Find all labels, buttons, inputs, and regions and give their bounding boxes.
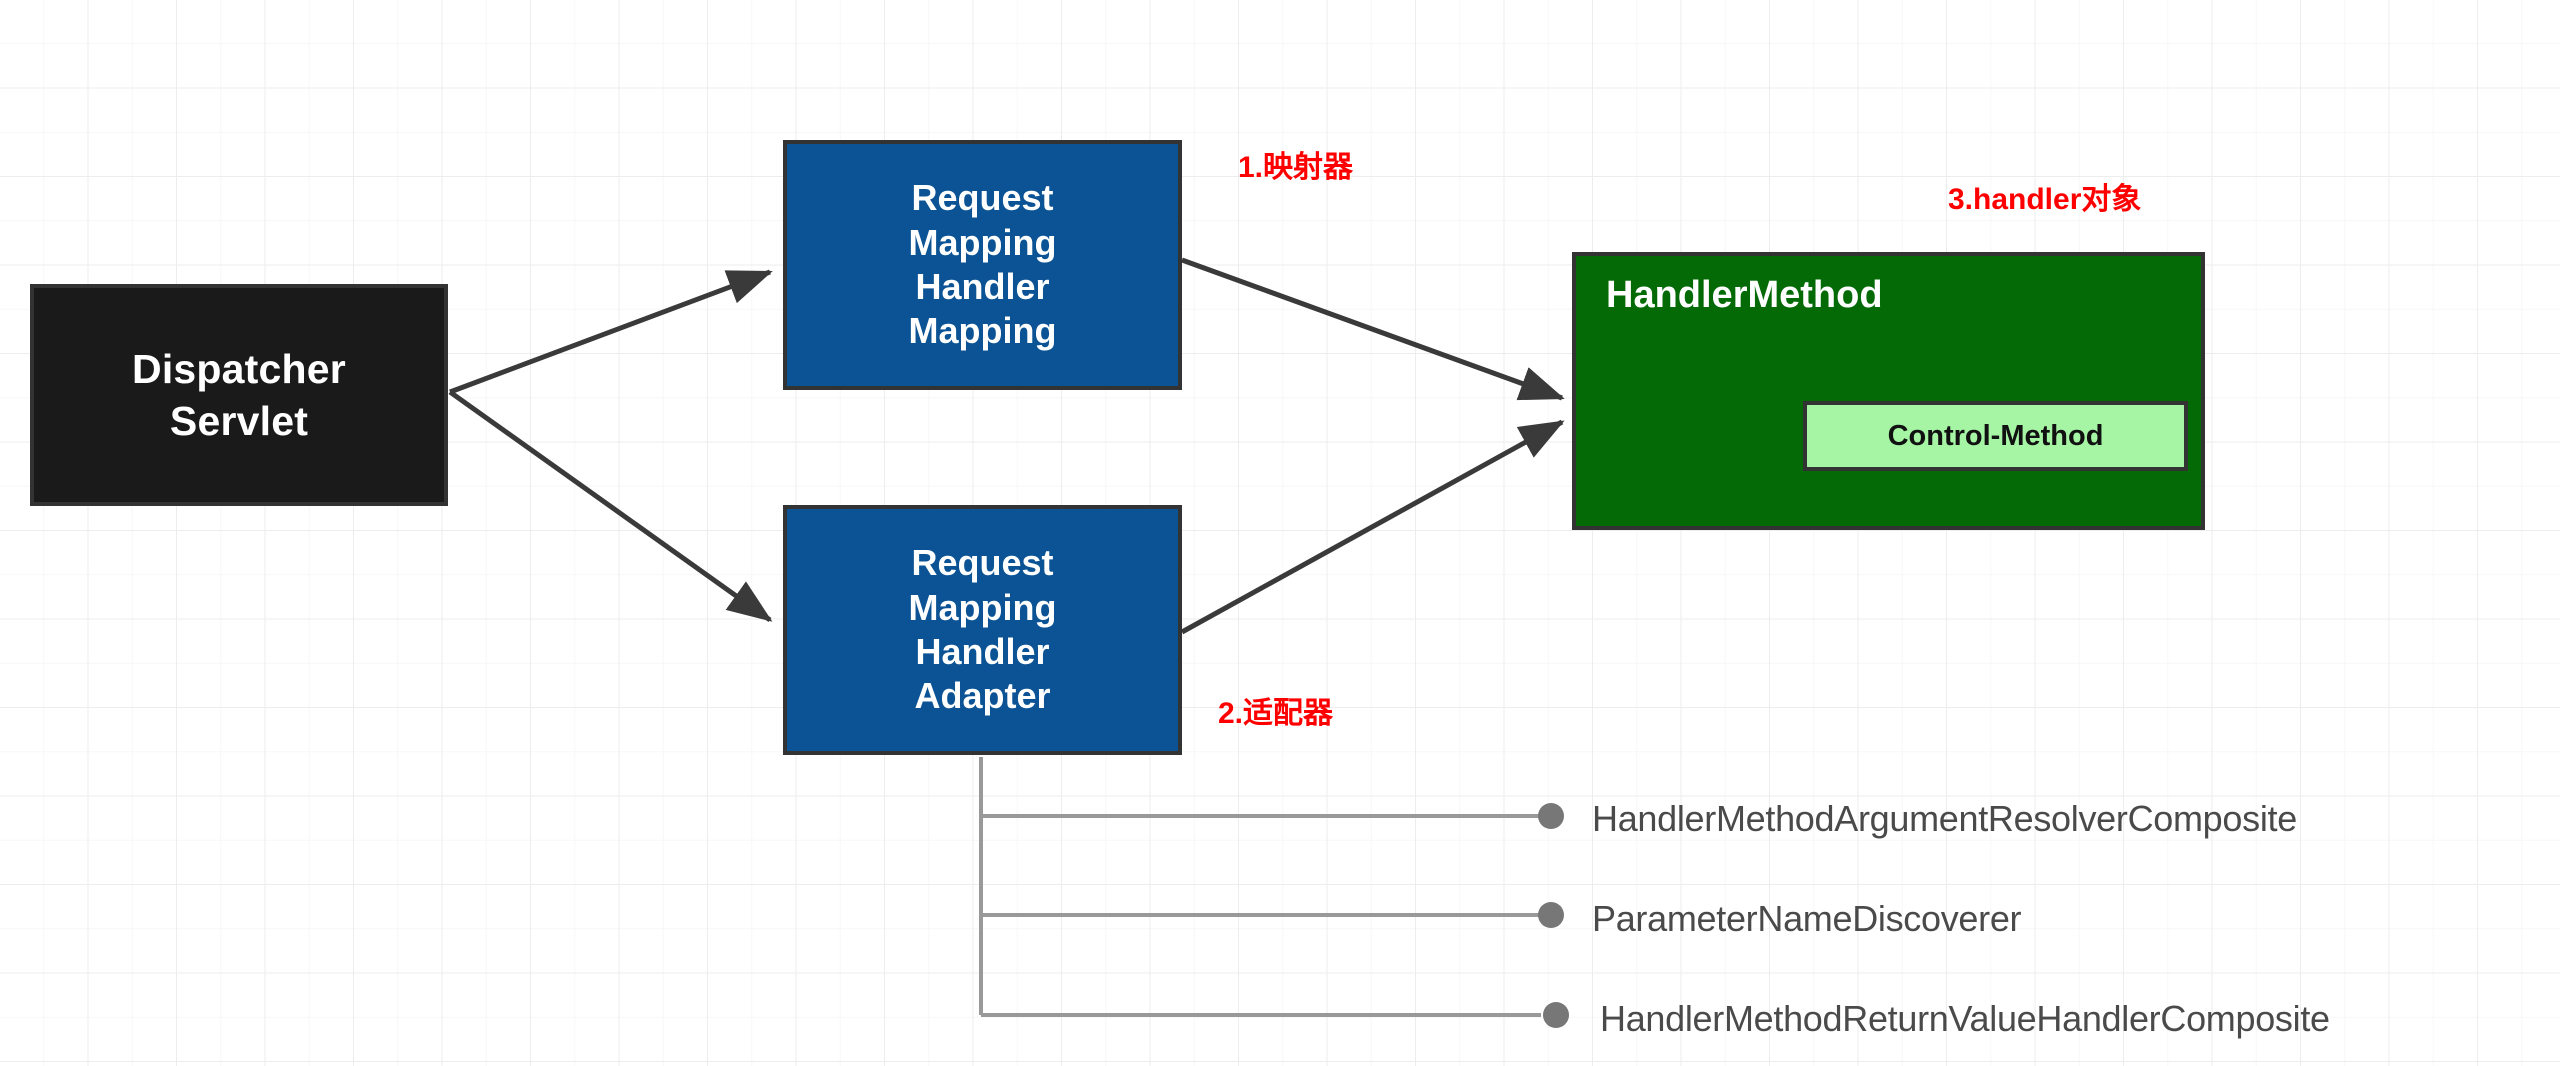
node-dispatcher-servlet-line1: Dispatcher (132, 345, 346, 392)
arrow-adapter-to-handler-method (1180, 419, 1565, 635)
node-dispatcher-servlet-line2: Servlet (169, 398, 309, 444)
node-request-mapping-handler-mapping[interactable]: Request Mapping Handler Mapping (783, 140, 1182, 390)
node-handler-mapping-line4: Mapping (908, 310, 1057, 352)
node-request-mapping-handler-mapping-text: Request Mapping Handler Mapping (909, 176, 1057, 353)
node-handler-adapter-line4: Adapter (914, 675, 1051, 717)
annotation-handler-object: 3.handler对象 (1948, 183, 2142, 216)
node-control-method[interactable]: Control-Method (1803, 401, 2188, 471)
node-handler-adapter-line3: Handler (915, 631, 1050, 672)
node-handler-mapping-line1: Request (911, 177, 1054, 219)
node-request-mapping-handler-adapter[interactable]: Request Mapping Handler Adapter (783, 505, 1182, 755)
node-request-mapping-handler-adapter-text: Request Mapping Handler Adapter (909, 541, 1057, 718)
annotation-adapter: 2.适配器 (1218, 697, 1334, 730)
node-handler-adapter-line2: Mapping (908, 586, 1057, 628)
leaf-dot (1538, 803, 1564, 829)
arrow-mapping-to-handler-method (1181, 257, 1565, 401)
adapter-leaf-tree (979, 757, 1569, 1028)
node-handler-method-title: HandlerMethod (1606, 274, 1883, 316)
leaf-dot (1538, 902, 1564, 928)
node-handler-mapping-line2: Mapping (908, 221, 1057, 263)
node-dispatcher-servlet[interactable]: Dispatcher Servlet (30, 284, 448, 506)
leaf-label-return-value-handler-composite: HandlerMethodReturnValueHandlerComposite (1600, 998, 2330, 1039)
arrow-dispatcher-to-mapping (449, 269, 773, 395)
leaf-dot (1543, 1002, 1569, 1028)
leaf-label-argument-resolver-composite: HandlerMethodArgumentResolverComposite (1592, 798, 2297, 839)
node-dispatcher-servlet-text: Dispatcher Servlet (132, 343, 346, 448)
arrow-dispatcher-to-adapter (448, 389, 773, 623)
leaf-label-parameter-name-discoverer: ParameterNameDiscoverer (1592, 898, 2022, 939)
node-handler-mapping-line3: Handler (915, 266, 1050, 307)
annotation-mapper: 1.映射器 (1238, 151, 1354, 184)
node-handler-method[interactable]: HandlerMethod Control-Method (1572, 252, 2205, 530)
node-handler-adapter-line1: Request (911, 542, 1054, 584)
